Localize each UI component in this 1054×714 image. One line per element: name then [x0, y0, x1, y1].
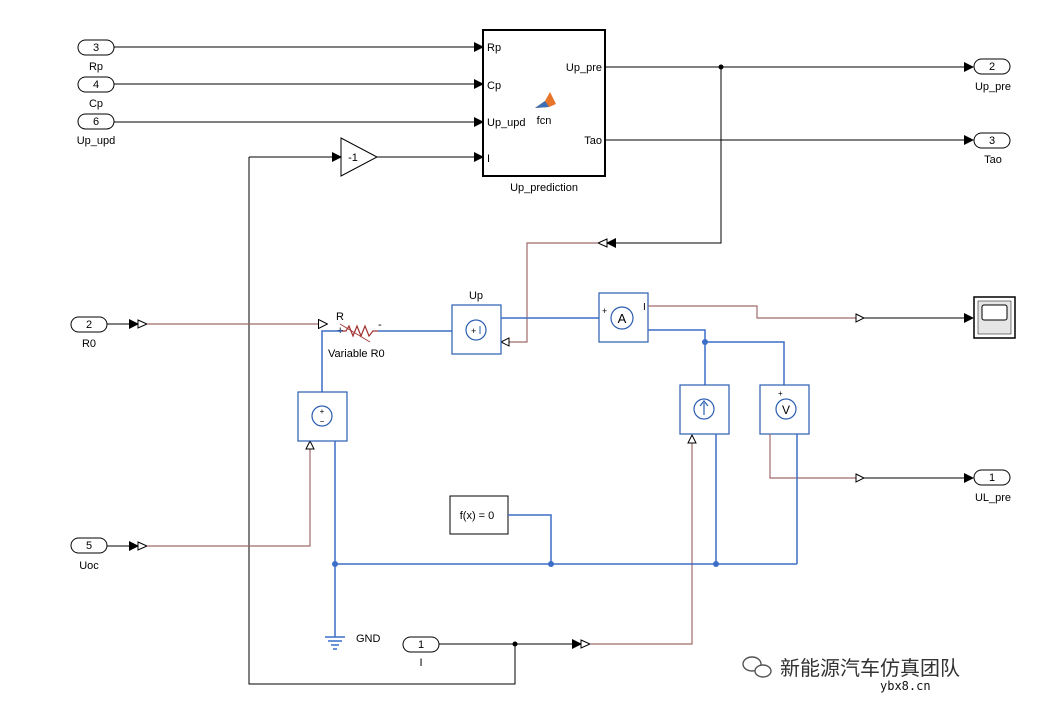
svg-text:3: 3: [93, 42, 99, 54]
sps-converter-r0[interactable]: [137, 319, 149, 329]
ps-signal-voltage: [769, 434, 856, 479]
scope-block[interactable]: [973, 296, 1016, 339]
svg-text:−: −: [320, 417, 325, 426]
voltmeter-symbol: V: [782, 403, 790, 417]
svg-text:4: 4: [93, 79, 99, 91]
voltage-source-up-name: Up: [469, 290, 483, 302]
ps-signal-up: [509, 242, 598, 343]
svg-text:+: +: [320, 407, 325, 416]
voltage-source-up[interactable]: +: [451, 304, 502, 355]
ground-label: GND: [356, 633, 381, 645]
arrow-up-icon: [699, 400, 709, 407]
ps-port-i-arrow: [687, 433, 697, 444]
source-plus-icon: +: [471, 326, 476, 336]
fcn-output-tao: Tao: [584, 135, 602, 147]
ammeter-sensor[interactable]: A + I: [598, 292, 649, 343]
variable-resistor-r0[interactable]: R + -: [336, 311, 382, 343]
sps-converter-up[interactable]: [596, 238, 608, 248]
branch-point-i: [512, 641, 518, 647]
inport-up-upd[interactable]: 6 Up_upd: [77, 113, 116, 147]
svg-text:5: 5: [86, 540, 92, 552]
svg-text:2: 2: [86, 319, 92, 331]
resistor-port-label: R: [336, 311, 344, 323]
svg-text:1: 1: [989, 472, 995, 484]
inport-uoc-label: Uoc: [79, 560, 99, 572]
ps-port-uoc-arrow: [305, 439, 315, 450]
sps-converter-i[interactable]: [580, 639, 592, 649]
ps-port-up-arrow: [499, 337, 510, 347]
node-solver: [548, 561, 554, 567]
signal-i-loop: [248, 157, 516, 685]
outport-ul-pre-label: UL_pre: [975, 492, 1011, 504]
gain-block[interactable]: -1: [340, 137, 379, 177]
fcn-input-rp: Rp: [487, 42, 501, 54]
fcn-input-i: I: [487, 153, 490, 165]
current-source-i[interactable]: [679, 384, 730, 435]
watermark-site: ybx8.cn: [880, 679, 931, 693]
resistor-minus: -: [378, 319, 382, 331]
wire-solver: [508, 514, 552, 564]
node-ground: [332, 561, 338, 567]
resistor-name: Variable R0: [328, 348, 385, 360]
ps-converter-voltage[interactable]: [855, 473, 866, 483]
inport-i[interactable]: 1 I: [402, 636, 440, 669]
matlab-logo-icon: [535, 92, 556, 108]
resistor-icon: [342, 324, 378, 338]
fcn-output-up-pre: Up_pre: [566, 62, 602, 74]
outport-tao-label: Tao: [984, 154, 1002, 166]
fcn-center-label: fcn: [537, 115, 552, 127]
fcn-input-cp: Cp: [487, 80, 501, 92]
inport-i-label: I: [419, 657, 422, 669]
inport-r0-label: R0: [82, 338, 96, 350]
wire-uoc-r0: [321, 330, 342, 392]
outport-up-pre[interactable]: 2 Up_pre: [973, 58, 1011, 93]
outport-tao[interactable]: 3 Tao: [973, 132, 1011, 166]
svg-text:3: 3: [989, 135, 995, 147]
ps-signal-current: [648, 305, 856, 319]
watermark-text: 新能源汽车仿真团队: [780, 656, 960, 680]
signal-up-pre-feedback: [606, 67, 722, 248]
outport-up-pre-label: Up_pre: [975, 81, 1011, 93]
svg-text:+: +: [778, 389, 783, 398]
inport-up-upd-label: Up_upd: [77, 135, 116, 147]
ammeter-symbol: A: [618, 311, 627, 326]
wechat-icon: [742, 656, 772, 678]
inport-r0[interactable]: 2 R0: [70, 316, 108, 350]
gain-value: -1: [348, 152, 358, 164]
svg-text:6: 6: [93, 116, 99, 128]
voltage-source-uoc[interactable]: + −: [297, 391, 348, 442]
outport-ul-pre[interactable]: 1 UL_pre: [973, 469, 1011, 504]
ps-converter-current[interactable]: [855, 313, 866, 323]
voltmeter-sensor[interactable]: V +: [759, 384, 810, 435]
inport-uoc[interactable]: 5 Uoc: [70, 537, 108, 572]
inport-cp[interactable]: 4 Cp: [77, 76, 115, 110]
ps-signal-uoc: [147, 449, 311, 547]
solver-label: f(x) = 0: [460, 510, 495, 522]
watermark: 新能源汽车仿真团队 ybx8.cn: [742, 656, 960, 693]
svg-text:+: +: [602, 306, 607, 316]
ammeter-port-label: I: [643, 302, 646, 313]
inport-cp-label: Cp: [89, 98, 103, 110]
svg-text:2: 2: [989, 61, 995, 73]
svg-text:1: 1: [418, 639, 424, 651]
fcn-block-name: Up_prediction: [510, 182, 578, 194]
inport-rp[interactable]: 3 Rp: [77, 39, 115, 73]
ps-signal-i: [590, 443, 693, 645]
wire-ammeter-node: [648, 329, 706, 342]
sps-converter-uoc[interactable]: [137, 541, 149, 551]
solver-configuration-block[interactable]: f(x) = 0: [449, 495, 509, 535]
wire-node-voltmeter: [705, 341, 785, 385]
inport-rp-label: Rp: [89, 61, 103, 73]
fcn-input-up-upd: Up_upd: [487, 117, 526, 129]
fcn-block-up-prediction[interactable]: Rp Cp Up_upd I Up_pre Tao fcn: [482, 29, 606, 177]
ground-block[interactable]: [325, 636, 345, 650]
